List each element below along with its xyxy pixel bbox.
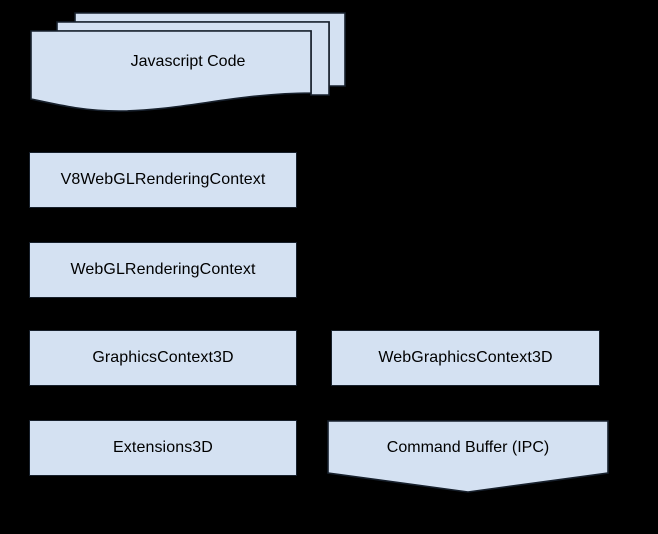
node-extensions-3d[interactable]: Extensions3D: [29, 420, 297, 476]
pentagon-down-icon: [327, 420, 609, 493]
node-label-web-graphics-context-3d: WebGraphicsContext3D: [378, 349, 553, 367]
document-stack-icon: [30, 12, 346, 112]
node-v8-webgl-rendering-context[interactable]: V8WebGLRenderingContext: [29, 152, 297, 208]
node-webgl-rendering-context[interactable]: WebGLRenderingContext: [29, 242, 297, 298]
node-label-command-buffer-ipc: Command Buffer (IPC): [386, 439, 550, 456]
node-label-extensions-3d: Extensions3D: [113, 439, 213, 457]
node-label-webgl-rendering-context: WebGLRenderingContext: [70, 261, 256, 279]
node-web-graphics-context-3d[interactable]: WebGraphicsContext3D: [331, 330, 600, 386]
node-javascript-code[interactable]: Javascript Code: [29, 11, 347, 118]
node-label-graphics-context-3d: GraphicsContext3D: [92, 349, 234, 367]
node-label-v8-webgl-rendering-context: V8WebGLRenderingContext: [60, 171, 266, 189]
node-label-javascript-code: Javascript Code: [130, 53, 246, 70]
node-command-buffer-ipc[interactable]: Command Buffer (IPC): [326, 419, 610, 495]
node-graphics-context-3d[interactable]: GraphicsContext3D: [29, 330, 297, 386]
